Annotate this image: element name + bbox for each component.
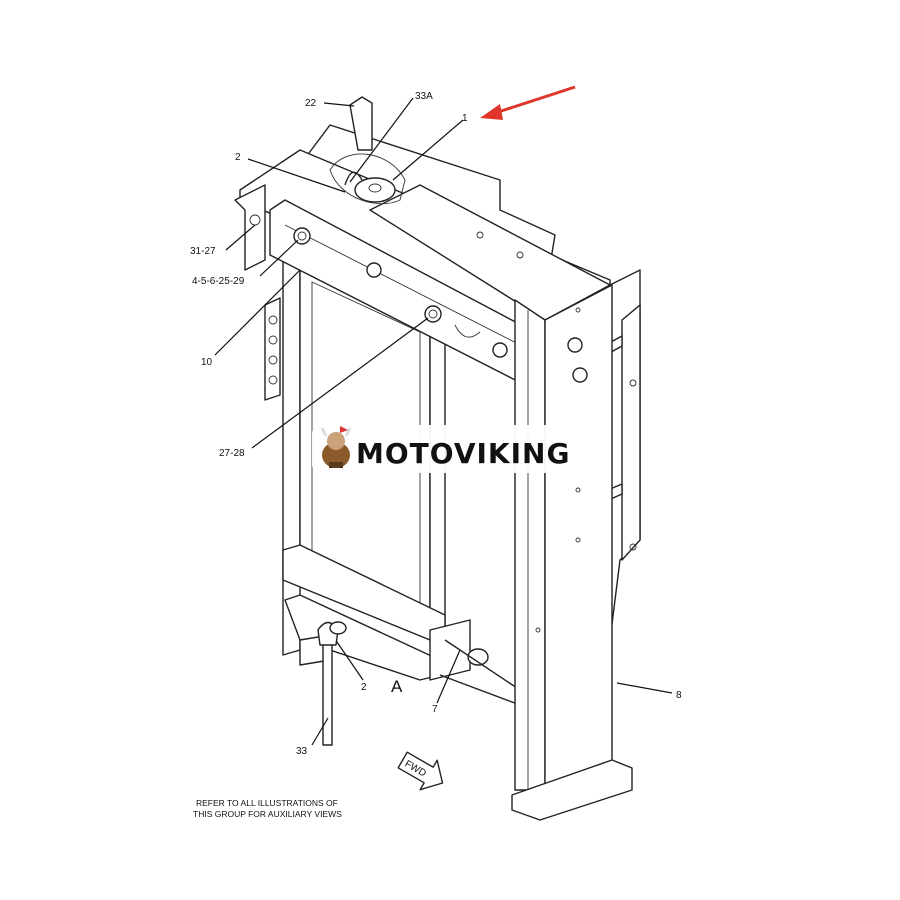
callout-8: 8: [676, 690, 682, 701]
callout-4-5-6-25-29: 4-5-6-25-29: [192, 276, 245, 287]
callout-10: 10: [201, 357, 213, 368]
viking-mascot-icon: [320, 426, 352, 468]
motoviking-watermark: MOTOVIKING: [312, 425, 586, 473]
callout-27-28: 27-28: [219, 448, 245, 459]
callout-2-bottom: 2: [361, 682, 367, 693]
left-rail: [282, 231, 301, 656]
view-label-a: A: [391, 677, 403, 696]
right-post: [511, 284, 633, 821]
forward-direction-arrow: FWD: [397, 751, 444, 791]
left-bracket: [234, 184, 281, 401]
callout-1: 1: [462, 113, 468, 124]
top-shroud: [239, 96, 611, 336]
highlight-arrow: [480, 85, 576, 120]
callout-31-27: 31-27: [190, 246, 216, 257]
watermark-brand: MOTOVIKING: [356, 437, 570, 470]
callout-22: 22: [305, 98, 317, 109]
callout-7: 7: [432, 704, 438, 715]
upper-crossbar: [269, 199, 541, 386]
callout-33A: 33A: [415, 91, 433, 102]
drain-hose: [317, 621, 347, 746]
callout-33: 33: [296, 746, 308, 757]
note-line-1: REFER TO ALL ILLUSTRATIONS OF: [196, 798, 338, 808]
note-line-2: THIS GROUP FOR AUXILIARY VIEWS: [193, 809, 342, 819]
callout-2-top: 2: [235, 152, 241, 163]
leader-lines: [214, 97, 673, 746]
